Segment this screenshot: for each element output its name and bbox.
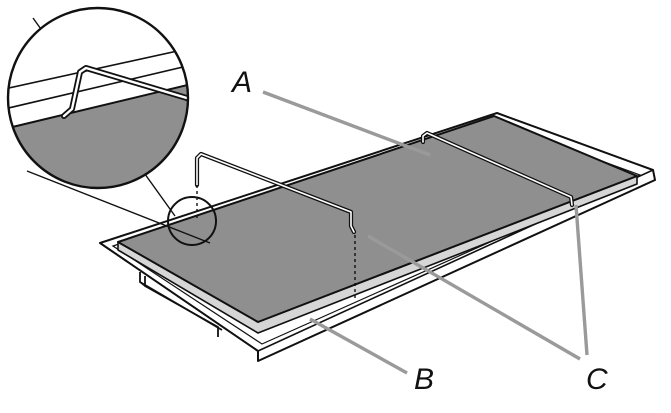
label-b: B <box>414 363 434 396</box>
wire-bracket-right <box>420 130 575 208</box>
label-c: C <box>586 363 608 396</box>
label-a: A <box>230 66 252 99</box>
wire-bracket-left <box>194 151 357 298</box>
tray-handle <box>139 272 223 337</box>
leader-lines <box>262 90 589 375</box>
magnified-detail <box>6 6 217 246</box>
